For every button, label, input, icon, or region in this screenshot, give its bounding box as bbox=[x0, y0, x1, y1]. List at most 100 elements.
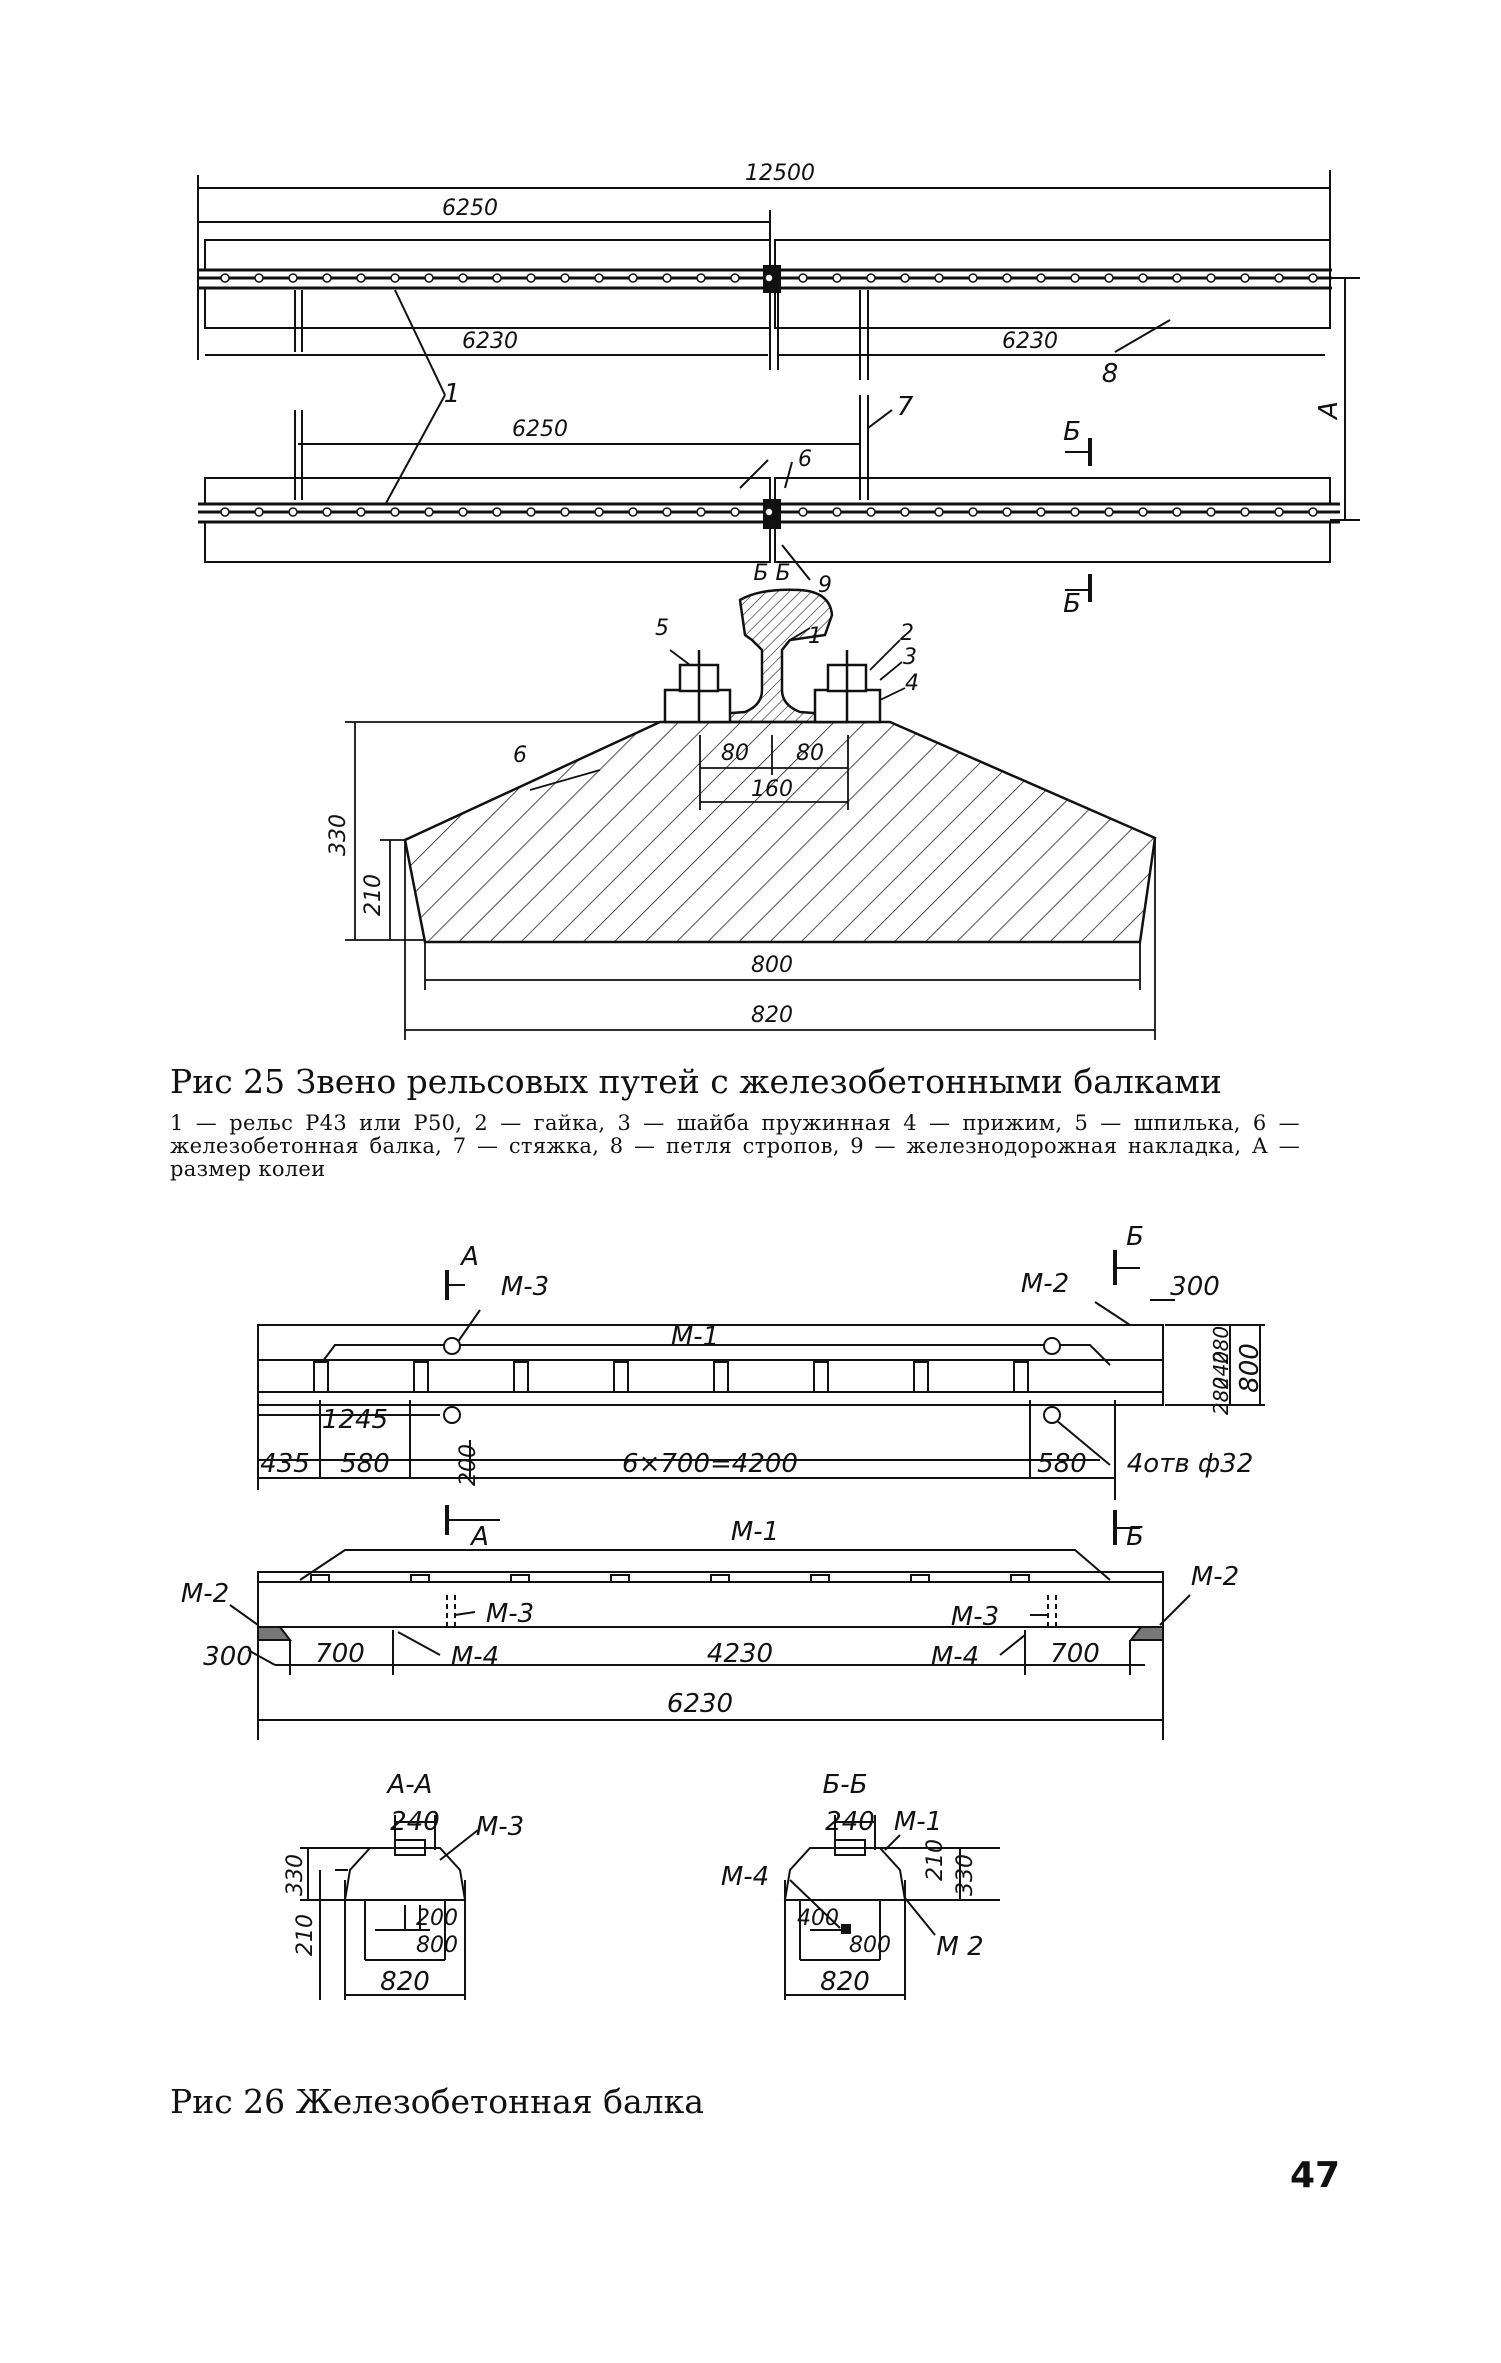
rail-bolt bbox=[458, 507, 468, 517]
sec-label-6: 6 bbox=[513, 743, 527, 768]
sec-label-1: 1 bbox=[808, 624, 822, 649]
lifting-loop-pad bbox=[713, 1361, 729, 1393]
sec-label-4: 4 bbox=[905, 671, 919, 696]
sectionAA-dim-800: 800 bbox=[416, 1933, 458, 1958]
sectionBB-dim-330: 330 bbox=[953, 1854, 978, 1896]
rail-bolt bbox=[1308, 273, 1318, 283]
sec-label-5: 5 bbox=[655, 616, 669, 641]
rail-bolt bbox=[1308, 507, 1318, 517]
loop-embed bbox=[410, 1574, 430, 1583]
rail-bolt bbox=[696, 507, 706, 517]
fig25-section bbox=[345, 588, 1157, 1040]
page-number: 47 bbox=[1290, 2155, 1341, 2196]
sectionBB-dim-400: 400 bbox=[797, 1906, 839, 1931]
rail-bolt bbox=[220, 273, 230, 283]
rail-bolt bbox=[560, 507, 570, 517]
rail-bolt bbox=[1104, 507, 1114, 517]
rail-bolt bbox=[1206, 507, 1216, 517]
rail-bolt bbox=[1274, 273, 1284, 283]
rail-bolt bbox=[356, 507, 366, 517]
elev-mark-A: А bbox=[469, 1522, 489, 1552]
dim-6250-top: 6250 bbox=[442, 196, 498, 221]
dim-330: 330 bbox=[326, 814, 351, 856]
rail-bolt bbox=[1240, 507, 1250, 517]
rail-bolt bbox=[526, 273, 536, 283]
plan-label-M3: М-3 bbox=[501, 1272, 549, 1302]
label-7: 7 bbox=[897, 392, 914, 422]
plan-holes-label: 4отв ф32 bbox=[1127, 1449, 1254, 1479]
rail-bolt bbox=[390, 507, 400, 517]
dim-80-left: 80 bbox=[721, 741, 749, 766]
rail-bolt bbox=[798, 273, 808, 283]
rail-bolt bbox=[832, 273, 842, 283]
fig25-legend: 1 — рельс Р43 или Р50, 2 — гайка, 3 — ша… bbox=[170, 1111, 1300, 1181]
rail-bolt bbox=[424, 507, 434, 517]
dim-80-right: 80 bbox=[796, 741, 824, 766]
fig26-section-BB-labels: Б-Б 240 М-1 М-4 210 330 400 800 М 2 820 bbox=[721, 1770, 984, 1997]
plan-dim-6x700: 6×700=4200 bbox=[622, 1449, 798, 1479]
rail-bolt bbox=[594, 507, 604, 517]
sectionAA-dim-820: 820 bbox=[380, 1967, 430, 1997]
dim-800: 800 bbox=[751, 953, 793, 978]
rail-bolt bbox=[1002, 507, 1012, 517]
lifting-loop-pad bbox=[313, 1361, 329, 1393]
plan-dim-580-right: 580 bbox=[1037, 1449, 1087, 1479]
rail-bolt bbox=[1172, 507, 1182, 517]
lifting-loop-pad bbox=[1013, 1361, 1029, 1393]
rail-bolt bbox=[1138, 507, 1148, 517]
sectionAA-dim-240: 240 bbox=[390, 1807, 440, 1837]
rail-bolt bbox=[288, 507, 298, 517]
rail-bolt bbox=[288, 273, 298, 283]
label-1: 1 bbox=[444, 379, 461, 409]
elev-label-M2-right: М-2 bbox=[1191, 1562, 1239, 1592]
rail-bolt bbox=[1002, 273, 1012, 283]
elev-dim-300: 300 bbox=[203, 1642, 253, 1672]
rail-bolt bbox=[696, 273, 706, 283]
rail-bolt bbox=[730, 507, 740, 517]
elev-dim-4230: 4230 bbox=[707, 1639, 773, 1669]
label-8: 8 bbox=[1102, 359, 1119, 389]
sectionAA-label-M3: М-3 bbox=[476, 1812, 524, 1842]
rail-bolt bbox=[492, 507, 502, 517]
lifting-loop-pad bbox=[913, 1361, 929, 1393]
rail-bolt bbox=[1274, 507, 1284, 517]
rail-bolt bbox=[866, 507, 876, 517]
sectionBB-dim-820: 820 bbox=[820, 1967, 870, 1997]
rail-bolt bbox=[730, 273, 740, 283]
rail-bolt bbox=[220, 507, 230, 517]
rail-bolt bbox=[322, 507, 332, 517]
rail-bolt bbox=[900, 273, 910, 283]
dim-210: 210 bbox=[361, 874, 386, 916]
rail-bolt bbox=[662, 507, 672, 517]
rail-bolt bbox=[764, 507, 774, 517]
rail-bolt bbox=[934, 273, 944, 283]
rail-bolt bbox=[934, 507, 944, 517]
elev-dim-6230: 6230 bbox=[667, 1689, 733, 1719]
lifting-loop-pad bbox=[813, 1361, 829, 1393]
fig26-plan-holes bbox=[443, 1337, 1061, 1424]
loop-embed bbox=[810, 1574, 830, 1583]
sec-label-3: 3 bbox=[903, 645, 917, 670]
elev-dim-700-left: 700 bbox=[315, 1639, 365, 1669]
loop-embed bbox=[610, 1574, 630, 1583]
fig26-elevation-pads bbox=[310, 1574, 1030, 1583]
loop-embed bbox=[510, 1574, 530, 1583]
rail-bolt bbox=[832, 507, 842, 517]
plan-dim-280b: 280 bbox=[1209, 1377, 1233, 1415]
section-mark-bottom: Б bbox=[1063, 589, 1081, 619]
elev-label-M3-right: М-3 bbox=[951, 1602, 999, 1632]
loop-embed bbox=[1010, 1574, 1030, 1583]
plan-mark-A: А bbox=[459, 1242, 479, 1272]
sectionAA-dim-330: 330 bbox=[283, 1854, 308, 1896]
plan-dim-435: 435 bbox=[260, 1449, 310, 1479]
rail-bolt bbox=[1104, 273, 1114, 283]
rail-bolt bbox=[1070, 273, 1080, 283]
rail-bolt bbox=[322, 273, 332, 283]
plan-label-M2: М-2 bbox=[1021, 1269, 1069, 1299]
sectionBB-dim-240: 240 bbox=[825, 1807, 875, 1837]
rail-bolt bbox=[798, 507, 808, 517]
sectionBB-title: Б-Б bbox=[822, 1770, 867, 1800]
fig26-plan-pads bbox=[313, 1361, 1029, 1393]
rail-bolt bbox=[1138, 273, 1148, 283]
